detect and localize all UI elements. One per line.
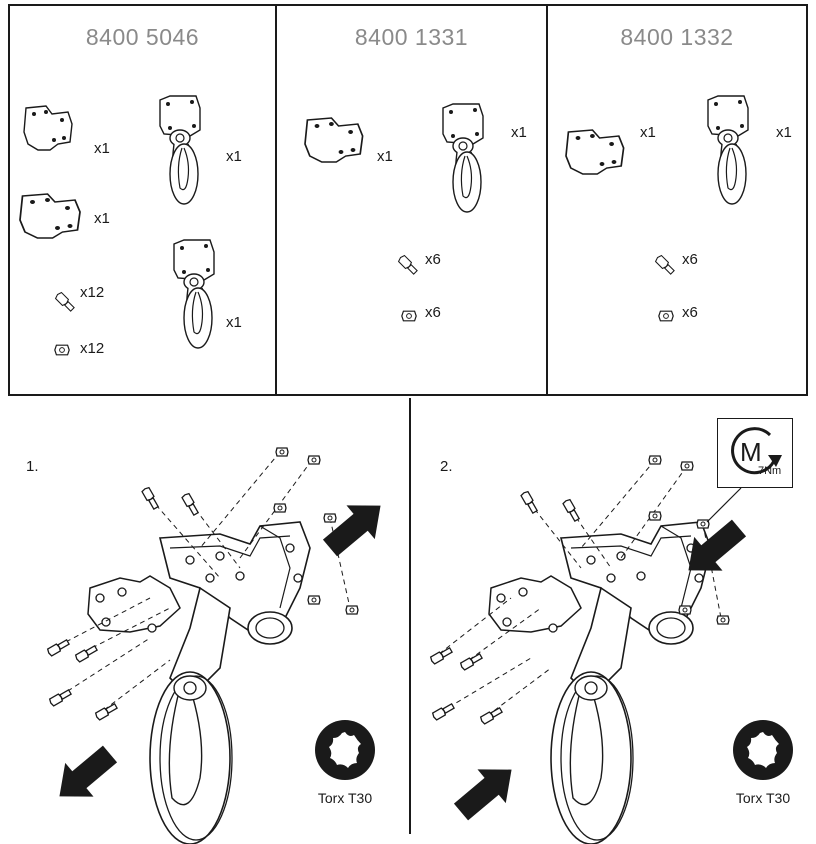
quantity-label: x1 xyxy=(94,140,110,157)
quantity-label: x1 xyxy=(94,210,110,227)
mounting-plate-icon xyxy=(565,129,625,175)
wheel-assembly-icon xyxy=(442,103,484,213)
torx-icon xyxy=(315,720,375,780)
torque-value: 7Nm xyxy=(758,465,782,477)
quantity-label: x1 xyxy=(640,124,656,141)
torx-icon xyxy=(733,720,793,780)
torque-callout: M 7Nm xyxy=(717,418,793,488)
wheel-assembly-icon xyxy=(707,95,749,205)
quantity-label: x1 xyxy=(377,148,393,165)
direction-arrow-icon xyxy=(315,488,395,565)
step-number: 1. xyxy=(26,458,39,475)
torque-wrench-icon: M xyxy=(731,427,782,475)
tool-label: Torx T30 xyxy=(735,790,791,806)
nut-icon xyxy=(54,344,70,356)
kit-code: 8400 5046 xyxy=(85,24,200,50)
direction-arrow-icon xyxy=(446,752,526,829)
quantity-label: x6 xyxy=(682,304,698,321)
kit-panel: 8400 1332 x1 x1 x6 x6 xyxy=(548,6,806,394)
kit-divider xyxy=(546,6,548,394)
quantity-label: x1 xyxy=(776,124,792,141)
step-1-exploded-diagram xyxy=(45,447,395,844)
parts-overview-frame: 8400 5046 x1 x1 x12 x12 x1 x1 8400 1331 … xyxy=(8,4,808,396)
wheel-assembly-icon xyxy=(173,239,215,349)
quantity-label: x1 xyxy=(226,314,242,331)
quantity-label: x6 xyxy=(682,251,698,268)
direction-arrow-icon xyxy=(45,737,125,814)
kit-divider xyxy=(275,6,277,394)
wheel-assembly-icon xyxy=(159,95,201,205)
quantity-label: x12 xyxy=(80,340,105,357)
mounting-plate-icon xyxy=(19,193,81,239)
step-number: 2. xyxy=(440,458,453,475)
step-divider xyxy=(409,398,411,834)
quantity-label: x1 xyxy=(511,124,527,141)
mounting-plate-icon xyxy=(304,117,364,163)
kit-panel: 8400 5046 x1 x1 x12 x12 x1 x1 xyxy=(10,6,275,394)
tool-label: Torx T30 xyxy=(317,790,373,806)
quantity-label: x12 xyxy=(80,284,105,301)
kit-panel: 8400 1331 x1 x1 x6 x6 xyxy=(277,6,546,394)
quantity-label: x6 xyxy=(425,304,441,321)
mounting-plate-icon xyxy=(23,105,73,151)
kit-code: 8400 1331 xyxy=(354,24,469,50)
quantity-label: x6 xyxy=(425,251,441,268)
torque-symbol: M xyxy=(740,437,762,467)
kit-code: 8400 1332 xyxy=(620,24,734,50)
step-2-exploded-diagram xyxy=(429,455,793,844)
quantity-label: x1 xyxy=(226,148,242,165)
